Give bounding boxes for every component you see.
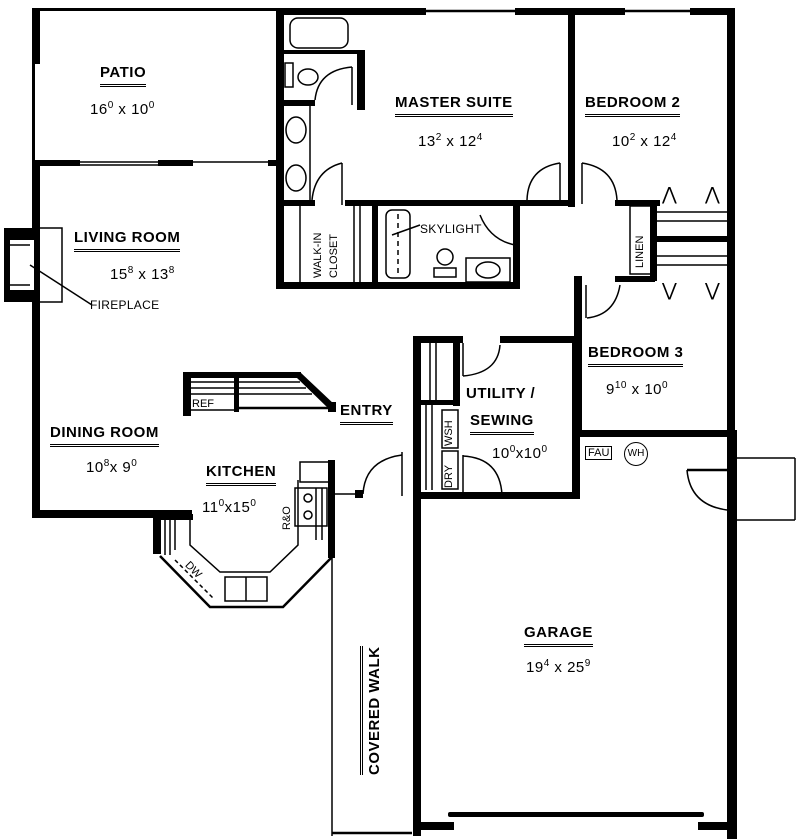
room-label-dining-room: DINING ROOM — [50, 424, 159, 447]
linen-label: LINEN — [634, 235, 646, 268]
svg-text:⋀: ⋀ — [704, 184, 720, 204]
room-label-entry: ENTRY — [340, 402, 393, 425]
room-label-patio: PATIO — [100, 64, 147, 87]
room-label-utility-line1: UTILITY / — [466, 385, 536, 402]
dim-sep: x — [549, 659, 568, 676]
room-label-garage: GARAGE — [524, 624, 593, 647]
dim-b-sup: 4 — [670, 132, 677, 143]
garage-walls — [414, 430, 796, 839]
room-label-covered-walk: COVERED WALK — [360, 646, 383, 775]
room-dim-bedroom-3: 910 x 100 — [606, 380, 668, 398]
refrigerator-label: REF — [192, 398, 214, 410]
dim-a: 10 — [86, 459, 104, 476]
dim-b-sup: 0 — [250, 498, 257, 509]
dim-a-sup: 0 — [107, 100, 114, 111]
fireplace-label: FIREPLACE — [90, 298, 160, 312]
entry-and-walk — [331, 452, 412, 836]
dim-a-sup: 2 — [629, 132, 636, 143]
room-label-kitchen: KITCHEN — [206, 463, 277, 486]
dim-b-sup: 0 — [148, 100, 155, 111]
svg-text:⋁: ⋁ — [661, 280, 677, 300]
dim-sep: x — [133, 266, 152, 283]
room-label-living-room: LIVING ROOM — [74, 229, 181, 252]
dim-b-sup: 9 — [584, 658, 591, 669]
range-oven-label: R&O — [281, 506, 293, 530]
dryer-label: DRY — [443, 464, 455, 488]
walk-in-closet-label-1: WALK-IN — [312, 232, 324, 278]
dim-sep: x — [224, 499, 233, 516]
interior-walls-north: ⋀ ⋀ ⋁ ⋁ — [526, 12, 727, 436]
dim-b: 9 — [122, 459, 132, 476]
dim-a-sup: 0 — [509, 444, 516, 455]
dim-sep: x — [441, 133, 460, 150]
dim-b: 25 — [567, 659, 585, 676]
kitchen-octagon — [153, 460, 335, 609]
dim-b: 10 — [523, 445, 542, 462]
svg-text:⋀: ⋀ — [661, 184, 677, 204]
dim-b: 12 — [653, 133, 671, 150]
dim-a: 10 — [492, 445, 510, 462]
room-dim-garage: 194 x 259 — [526, 658, 591, 676]
room-dim-living-room: 158 x 138 — [110, 265, 175, 283]
dim-a-sup: 8 — [127, 265, 134, 276]
dim-sep: x — [635, 133, 654, 150]
room-label-bedroom-2: BEDROOM 2 — [585, 94, 681, 117]
dim-a-sup: 4 — [543, 658, 550, 669]
room-dim-utility: 100x100 — [492, 444, 548, 462]
exterior-walls — [32, 8, 735, 518]
dim-b-sup: 0 — [131, 458, 138, 469]
utility-block — [413, 336, 580, 836]
dim-b: 12 — [459, 133, 477, 150]
room-dim-bedroom-2: 102 x 124 — [612, 132, 677, 150]
dim-a: 16 — [90, 101, 108, 118]
room-label-bedroom-3: BEDROOM 3 — [588, 344, 684, 367]
dim-b-sup: 0 — [662, 380, 669, 391]
dim-a-sup: 0 — [218, 498, 225, 509]
master-bath-block — [276, 17, 570, 289]
dim-b: 13 — [151, 266, 169, 283]
dim-sep: x — [626, 381, 645, 398]
skylight-label: SKYLIGHT — [420, 222, 482, 236]
washer-label: WSH — [443, 420, 455, 446]
fireplace-symbol — [4, 227, 93, 306]
room-dim-patio: 160 x 100 — [90, 100, 155, 118]
dim-sep: x — [113, 101, 132, 118]
dim-b-sup: 4 — [476, 132, 483, 143]
dim-a-sup: 2 — [435, 132, 442, 143]
dim-a: 15 — [110, 266, 128, 283]
room-dim-kitchen: 110x150 — [202, 498, 256, 516]
dim-b-sup: 8 — [168, 265, 175, 276]
room-label-master-suite: MASTER SUITE — [395, 94, 513, 117]
dim-b: 15 — [232, 499, 251, 516]
dim-b-sup: 0 — [541, 444, 548, 455]
dim-a: 11 — [202, 499, 219, 516]
dim-b: 10 — [131, 101, 149, 118]
dim-sep: x — [109, 459, 123, 476]
dim-a: 19 — [526, 659, 544, 676]
dim-a: 10 — [612, 133, 630, 150]
svg-text:⋁: ⋁ — [704, 280, 720, 300]
dim-sep: x — [515, 445, 524, 462]
kitchen-counters — [183, 372, 336, 416]
room-dim-dining-room: 108x 90 — [86, 458, 137, 476]
dim-a: 13 — [418, 133, 436, 150]
walk-in-closet-label-2: CLOSET — [328, 233, 340, 278]
room-label-utility-line2: SEWING — [470, 412, 534, 435]
dim-a-sup: 10 — [614, 380, 627, 391]
dim-b: 10 — [644, 381, 662, 398]
room-dim-master-suite: 132 x 124 — [418, 132, 483, 150]
dim-a-sup: 8 — [103, 458, 110, 469]
water-heater-symbol: WH — [624, 442, 648, 466]
dim-a: 9 — [606, 381, 615, 398]
furnace-symbol: FAU — [585, 446, 613, 460]
